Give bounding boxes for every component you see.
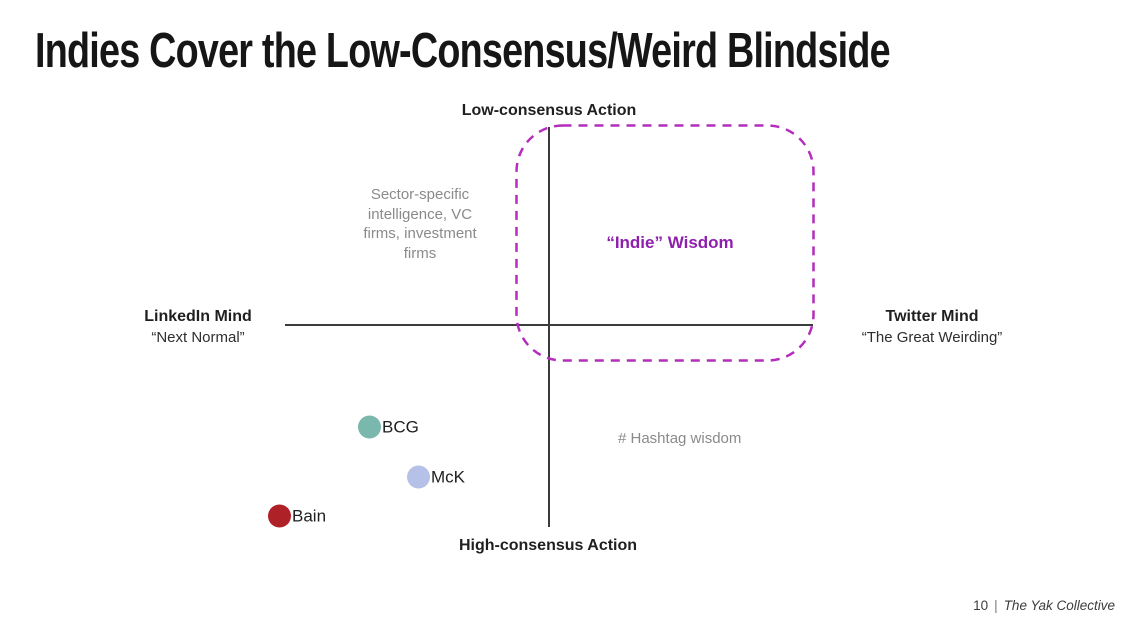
horizontal-axis-line xyxy=(285,324,813,326)
linkedin-mind-subtitle: “Next Normal” xyxy=(151,329,245,346)
vertical-axis-line xyxy=(548,127,550,527)
linkedin-mind-title: LinkedIn Mind xyxy=(144,308,252,325)
bain-point-label: Bain xyxy=(292,506,327,525)
mck-point-label: McK xyxy=(431,467,465,486)
hashtag-wisdom-note: # Hashtag wisdom xyxy=(618,430,742,447)
slide-title: Indies Cover the Low-Consensus/Weird Bli… xyxy=(35,24,891,78)
footer-brand: The Yak Collective xyxy=(1003,598,1115,613)
twitter-mind-subtitle: “The Great Weirding” xyxy=(861,329,1003,346)
indie-wisdom-dashed-outline xyxy=(515,124,815,362)
sector-specific-note: Sector-specific intelligence, VC firms, … xyxy=(363,186,477,262)
indie-wisdom-label: “Indie” Wisdom xyxy=(606,233,734,252)
bain-dot xyxy=(268,504,291,528)
slide-footer: 10 | The Yak Collective xyxy=(973,598,1115,613)
axis-label-twitter-mind: Twitter Mind “The Great Weirding” xyxy=(862,306,1003,348)
twitter-mind-title: Twitter Mind xyxy=(885,308,979,325)
footer-separator: | xyxy=(994,598,998,613)
data-point-mck: McK xyxy=(407,465,465,489)
axis-label-low-consensus: Low-consensus Action xyxy=(461,102,637,119)
axis-label-linkedin-mind: LinkedIn Mind “Next Normal” xyxy=(144,306,252,348)
page-number: 10 xyxy=(973,598,989,613)
bcg-point-label: BCG xyxy=(382,417,419,436)
bcg-dot xyxy=(358,415,381,439)
data-point-bain: Bain xyxy=(268,504,327,528)
axis-label-high-consensus: High-consensus Action xyxy=(458,537,638,554)
mck-dot xyxy=(407,465,430,489)
data-point-bcg: BCG xyxy=(358,415,419,439)
